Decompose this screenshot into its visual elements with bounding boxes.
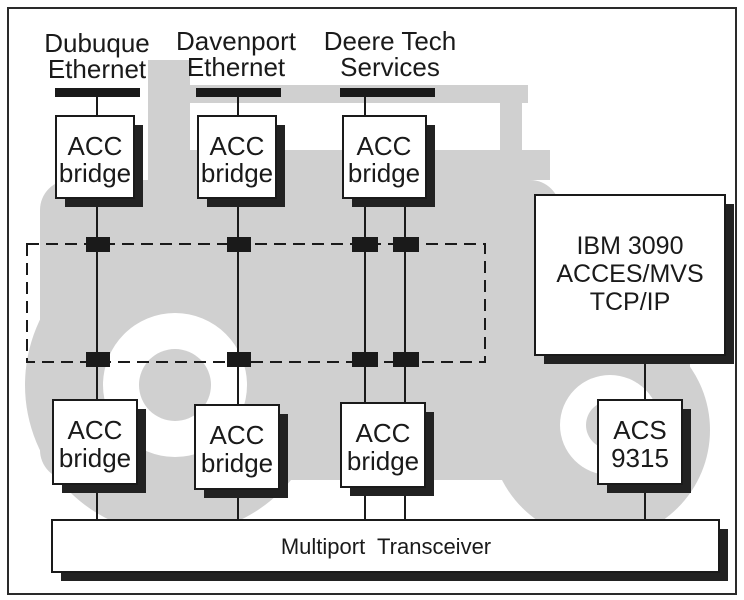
network-labels: Dubuque Ethernet Davenport Ethernet Deer… — [44, 26, 456, 84]
top-bridge-2-line2: bridge — [201, 158, 273, 188]
junction-bottom-3 — [352, 352, 378, 367]
bottom-bridge-1: ACC bridge — [53, 400, 146, 493]
bottom-bridge-3-line1: ACC — [356, 418, 411, 448]
bottom-bridge-2-line1: ACC — [210, 420, 265, 450]
top-bridge-1: ACC bridge — [56, 116, 143, 207]
ibm-mainframe-line3: TCP/IP — [590, 288, 671, 316]
bottom-bridge-3-line2: bridge — [347, 446, 419, 476]
ibm-mainframe-line1: IBM 3090 — [576, 232, 683, 260]
junction-bottom-4 — [393, 352, 419, 367]
junction-top-4 — [393, 237, 419, 252]
junction-bottom-1 — [86, 352, 110, 367]
bottom-bridge-3: ACC bridge — [341, 403, 434, 496]
ethernet-bars — [55, 88, 435, 97]
network-label-dubuque-line2: Ethernet — [48, 54, 147, 84]
ethernet-bar-davenport — [196, 88, 281, 97]
ethernet-bar-dubuque — [55, 88, 140, 97]
multiport-transceiver-label: Multiport Transceiver — [281, 534, 491, 559]
top-bridge-2-line1: ACC — [210, 131, 265, 161]
multiport-transceiver: Multiport Transceiver — [52, 520, 728, 581]
ibm-mainframe: IBM 3090 ACCES/MVS TCP/IP — [535, 195, 734, 364]
top-bridge-1-line1: ACC — [68, 131, 123, 161]
bottom-bridge-2: ACC bridge — [195, 405, 288, 498]
top-bridge-3: ACC bridge — [343, 116, 435, 207]
ibm-mainframe-line2: ACCES/MVS — [556, 260, 703, 288]
acs-9315: ACS 9315 — [598, 400, 691, 493]
acs-9315-line1: ACS — [613, 415, 666, 445]
junction-bottom-2 — [227, 352, 251, 367]
top-bridge-3-line2: bridge — [348, 158, 420, 188]
junction-top-3 — [352, 237, 378, 252]
top-bridge-1-line2: bridge — [59, 158, 131, 188]
bottom-bridge-2-line2: bridge — [201, 448, 273, 478]
top-bridge-2: ACC bridge — [198, 116, 285, 207]
network-label-deere-line2: Services — [340, 52, 440, 82]
ethernet-bar-deere — [340, 88, 435, 97]
acs-9315-line2: 9315 — [611, 443, 669, 473]
junction-top-1 — [86, 237, 110, 252]
top-bridge-3-line1: ACC — [357, 131, 412, 161]
bottom-bridge-1-line1: ACC — [68, 415, 123, 445]
network-label-davenport-line2: Ethernet — [187, 52, 286, 82]
bottom-bridge-1-line2: bridge — [59, 443, 131, 473]
junction-top-2 — [227, 237, 251, 252]
